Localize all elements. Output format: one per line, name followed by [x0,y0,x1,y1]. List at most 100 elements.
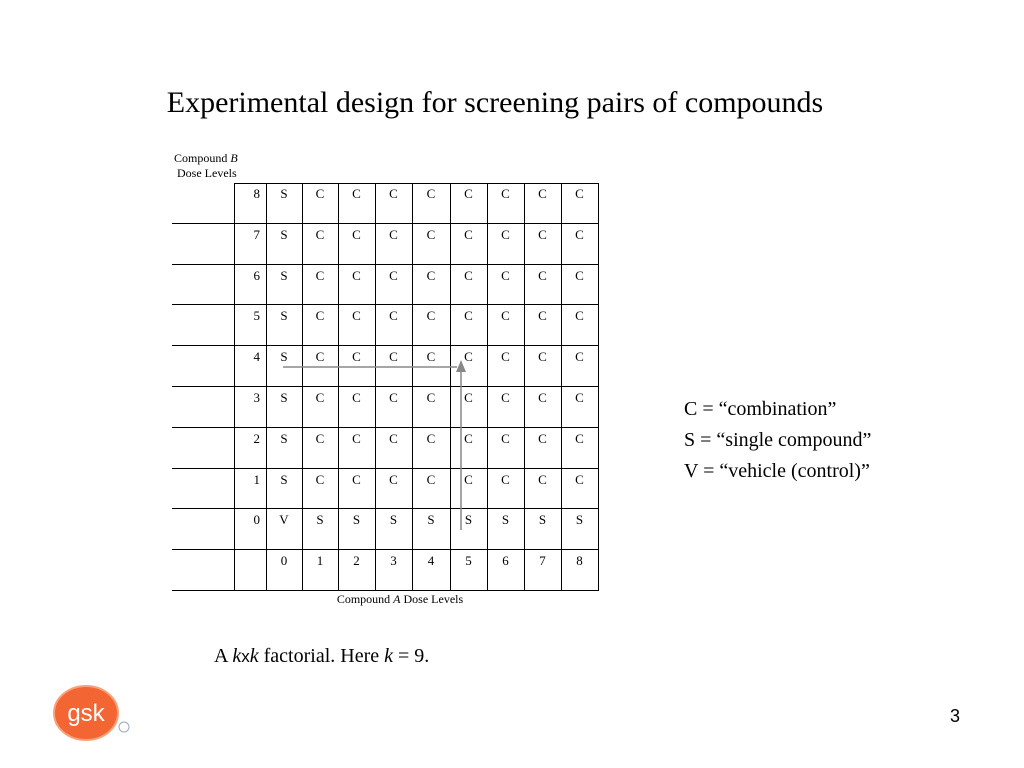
grid-cell: C [538,268,547,283]
grid-cell: C [501,268,510,283]
grid-cell: C [464,472,473,487]
row-label: 6 [253,268,261,283]
grid-cell: V [279,512,289,527]
grid-cell: S [464,512,473,527]
grid-cell: C [352,268,361,283]
row-label: 0 [253,512,261,527]
grid-cell: C [501,227,510,242]
grid-cell: C [426,268,436,283]
grid-cell: C [426,227,436,242]
grid-cell: C [426,390,436,405]
grid-cell: 0 [280,553,288,568]
slide-title: Experimental design for screening pairs … [166,86,824,119]
grid-cell: S [538,512,547,527]
grid-cell: C [464,349,473,364]
grid-cell: C [426,349,436,364]
axis-a-var: A [393,592,401,606]
grid-cell: C [575,349,584,364]
grid-cell: C [464,227,473,242]
row-label: 8 [253,186,261,201]
compound-a-axis-label: Compound A Dose Levels [300,592,500,607]
grid-cell: C [501,472,510,487]
grid-cell: C [575,186,584,201]
grid-cell: S [280,308,288,323]
grid-cell: C [315,308,325,323]
grid-column-divider [598,183,599,591]
grid-cell: C [352,308,361,323]
grid-cell: S [280,472,288,487]
grid-cell: C [538,349,547,364]
grid-cell: 2 [353,553,360,568]
compound-b-axis-label: Compound B Dose Levels [174,151,238,181]
axis-a-prefix: Compound [336,592,394,606]
grid-cell: 1 [316,553,324,568]
grid-column-divider [487,183,488,591]
grid-cell: 6 [502,553,509,568]
grid-cell: C [538,227,547,242]
grid-cell: C [575,472,584,487]
grid-cell: C [464,390,473,405]
grid-column-divider [302,183,303,591]
grid-row-divider [172,508,598,509]
grid-cell: S [280,227,288,242]
caption-end: = 9. [393,645,430,667]
grid-cell: C [315,431,325,446]
grid-row-divider [172,386,598,387]
grid-cell: C [538,390,547,405]
caption-k1: k [232,645,242,667]
grid-cell: C [538,431,547,446]
page-number: 3 [950,706,961,726]
grid-column-divider [266,183,267,591]
grid-cell: C [315,349,325,364]
grid-cell: C [501,431,510,446]
legend: C = “combination” S = “single compound” … [684,394,871,487]
grid-cell: C [575,431,584,446]
row-label: 5 [253,308,261,323]
grid-cell: 7 [539,553,546,568]
grid-cell: C [575,268,584,283]
grid-cell: S [427,512,435,527]
grid-cell: S [352,512,361,527]
grid-cell: C [426,308,436,323]
grid-column-divider [450,183,451,591]
caption: A kxk factorial. Here k = 9. [214,645,429,668]
grid-cell: S [316,512,324,527]
grid-cell: S [280,349,288,364]
grid-column-divider [375,183,376,591]
grid-cell: S [280,431,288,446]
grid-cell: C [389,268,398,283]
grid-cell: C [389,431,398,446]
grid-cell: C [464,431,473,446]
grid-cell: C [501,390,510,405]
grid-row-divider [172,345,598,346]
grid-cell: C [315,186,325,201]
grid-cell: S [280,390,288,405]
grid-cell: S [280,268,288,283]
grid-cell: C [575,390,584,405]
row-label: 1 [253,472,261,487]
grid-cell: C [575,308,584,323]
grid-cell: C [538,308,547,323]
grid-cell: C [389,472,398,487]
grid-row-divider [172,590,598,591]
legend-single: S = “single compound” [684,429,872,451]
grid-cell: C [315,268,325,283]
grid-cell: S [280,186,288,201]
grid-cell: S [575,512,584,527]
grid-cell: C [352,349,361,364]
grid-cell: C [426,431,436,446]
grid-cell: C [464,268,473,283]
grid-cell: C [464,308,473,323]
grid-cell: C [426,472,436,487]
axis-b-prefix: Compound [174,151,231,165]
grid-column-divider [561,183,562,591]
grid-cell: 8 [576,553,583,568]
grid-column-divider [524,183,525,591]
arrow-head-icon [456,360,466,372]
grid-cell: C [352,186,361,201]
grid-cell: C [538,472,547,487]
grid-cell: C [389,186,398,201]
row-label: 2 [253,431,261,446]
grid-row-divider [172,549,598,550]
